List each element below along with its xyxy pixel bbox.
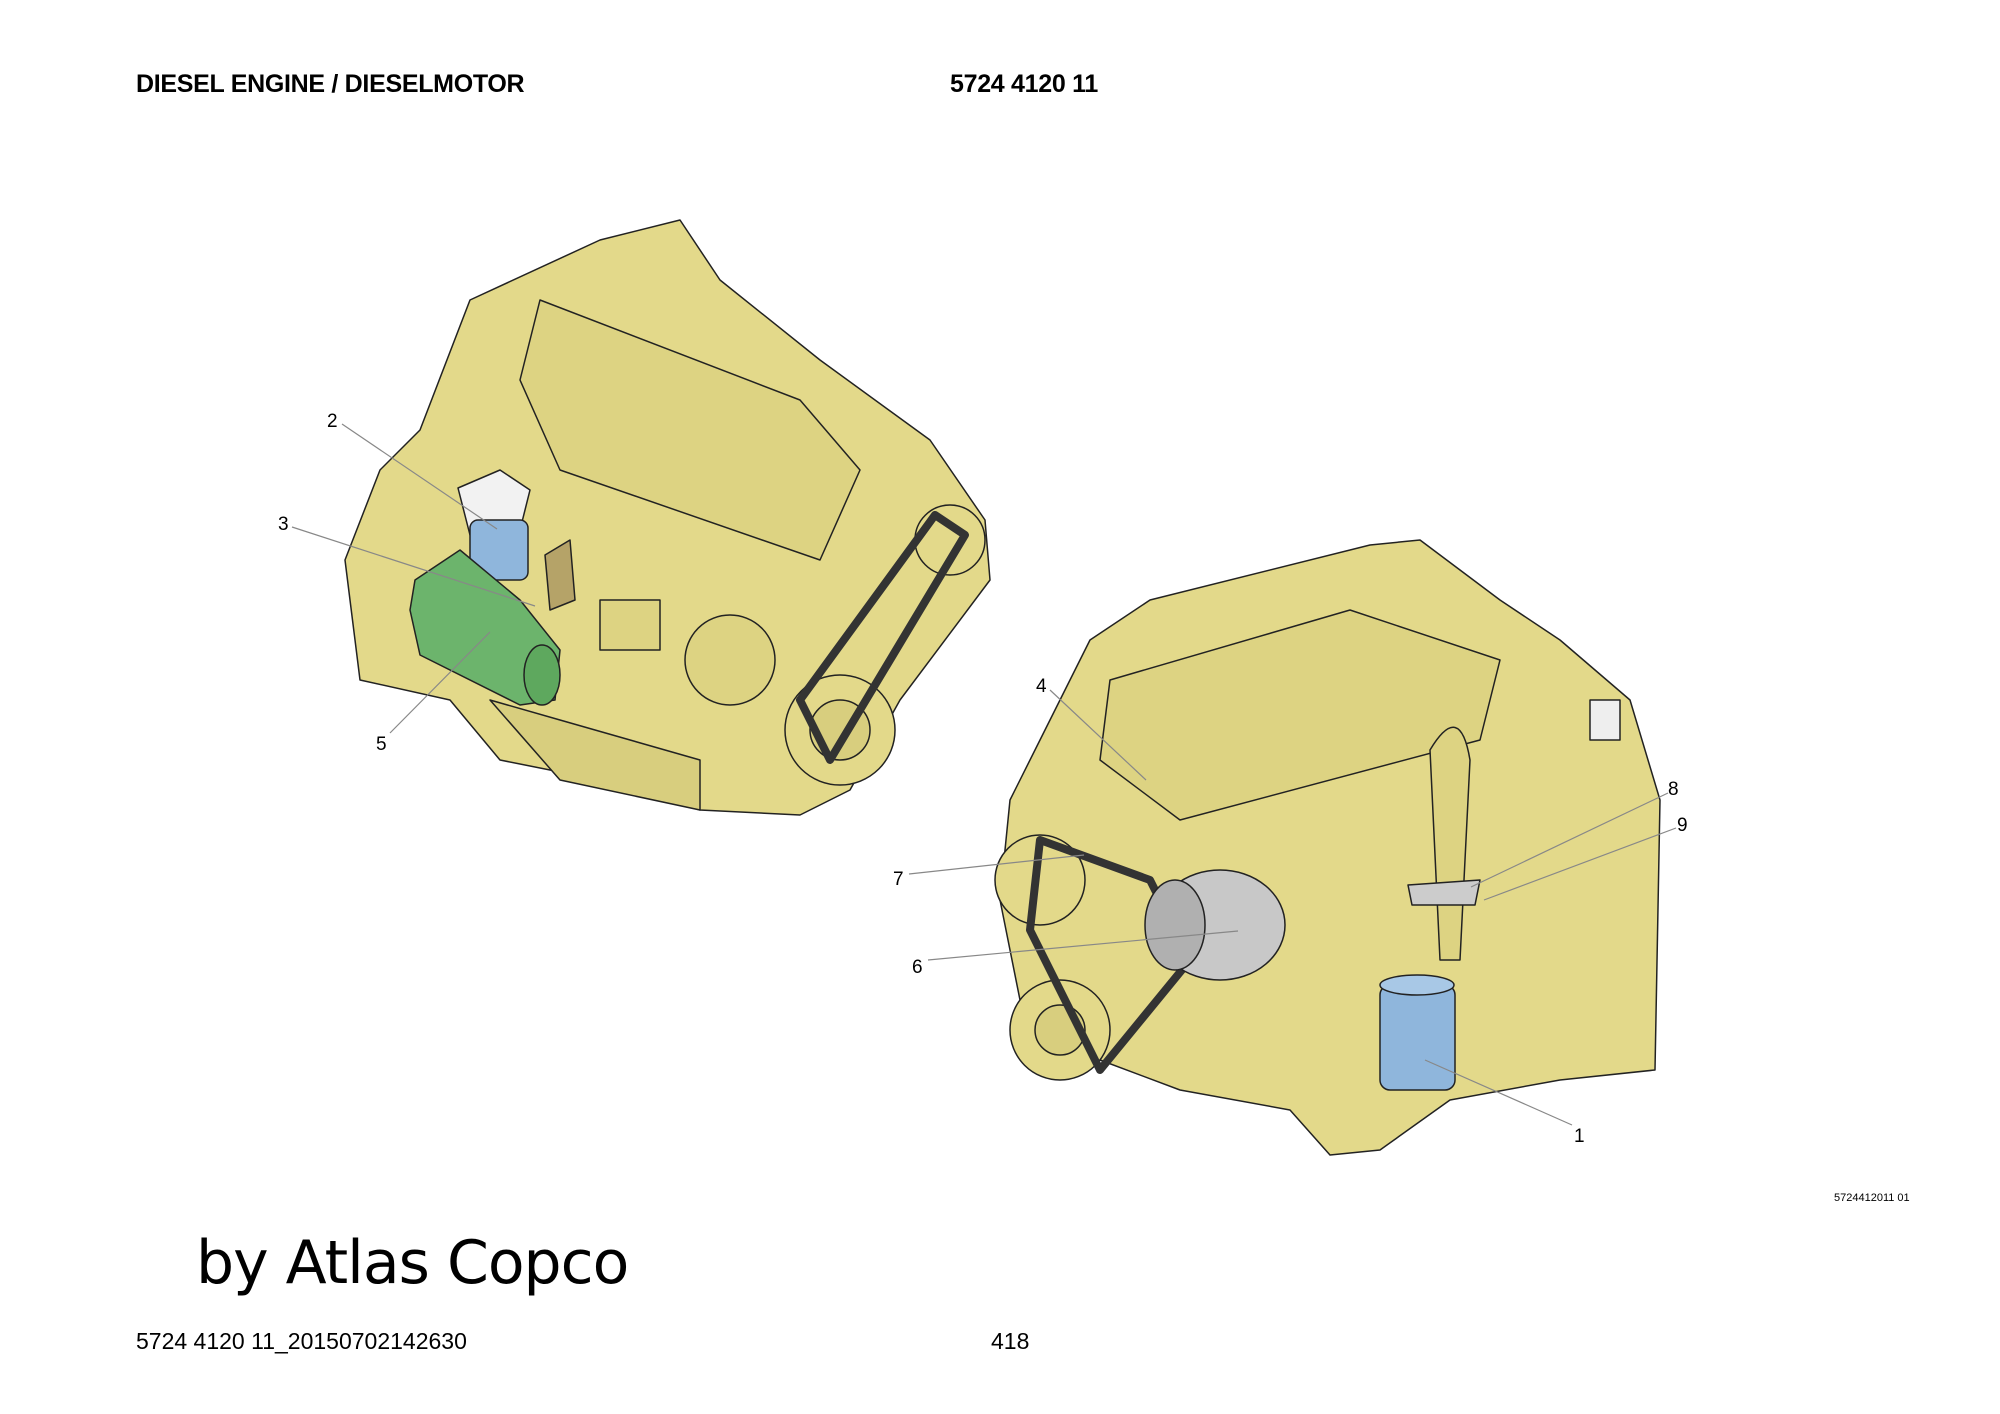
engine-right (994, 539, 1661, 1156)
callout-5: 5 (376, 734, 387, 755)
leader-lines (291, 423, 1677, 1126)
document-id: 5724 4120 11_20150702142630 (136, 1328, 467, 1354)
callout-6: 6 (912, 957, 923, 978)
part-number: 5724 4120 11 (950, 70, 1098, 98)
callout-1: 1 (1574, 1126, 1585, 1147)
oil-filter-part-1 (1379, 974, 1456, 1091)
callout-3: 3 (278, 514, 289, 535)
page-number: 418 (991, 1328, 1030, 1354)
fuel-filter-part-2 (457, 469, 531, 581)
engine-left (344, 219, 991, 816)
watermark: by Atlas Copco (196, 1228, 629, 1298)
page-title: DIESEL ENGINE / DIESELMOTOR (136, 70, 525, 98)
alternator-part-6 (1144, 869, 1286, 981)
callout-4: 4 (1036, 676, 1047, 697)
callout-9: 9 (1677, 815, 1688, 836)
figure-code: 5724412011 01 (1834, 1192, 1910, 1204)
callout-8: 8 (1668, 779, 1679, 800)
starter-motor-part-5 (409, 549, 561, 706)
callout-7: 7 (893, 869, 904, 890)
callout-2: 2 (327, 411, 338, 432)
